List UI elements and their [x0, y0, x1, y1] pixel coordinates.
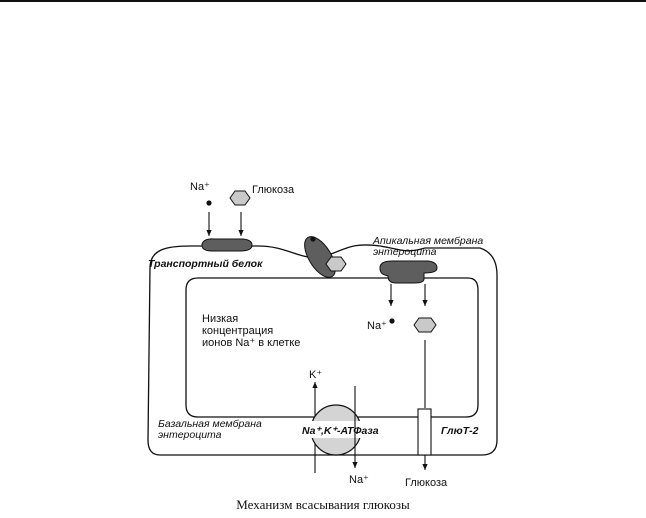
na-inside-label: Na⁺ — [367, 320, 387, 332]
cell-inner-membrane — [185, 277, 479, 418]
transport-protein-shape — [201, 238, 253, 252]
glut2-label: ГлюТ-2 — [441, 425, 479, 437]
k-plus-label: K⁺ — [309, 369, 322, 381]
basal-membrane-label-2: энтероцита — [158, 429, 222, 441]
top-rule — [0, 0, 646, 2]
release-protein-shape — [379, 260, 438, 284]
na-inside-ion — [389, 318, 395, 324]
na-bottom-label: Na⁺ — [349, 474, 369, 486]
glucose-bottom-label: Глюкоза — [405, 477, 448, 489]
na-top-label: Na⁺ — [190, 181, 210, 193]
low-conc-label-2: концентрация — [202, 325, 273, 337]
atpase-label-bg — [297, 421, 383, 438]
glut2-channel — [417, 408, 432, 456]
low-conc-label-1: Низкая — [202, 313, 238, 325]
basal-membrane-label-1: Базальная мембрана — [158, 418, 262, 430]
apical-membrane-label-2: энтероцита — [373, 246, 437, 258]
low-conc-label-3: ионов Na⁺ в клетке — [202, 337, 300, 349]
na-top-ion — [206, 200, 212, 206]
figure-caption: Механизм всасывания глюкозы — [236, 497, 410, 512]
apical-membrane-label-1: Апикальная мембрана — [372, 235, 483, 247]
cell-outer-membrane — [147, 244, 498, 456]
symporter-glucose — [325, 256, 347, 272]
atpase-label: Na⁺,K⁺-АТФаза — [302, 425, 379, 437]
transport-protein-label: Транспортный белок — [148, 258, 263, 270]
glucose-top-label: Глюкоза — [252, 184, 295, 196]
glucose-top-molecule — [229, 190, 251, 206]
symporter-na-ion — [310, 236, 316, 242]
glucose-inside-molecule — [413, 317, 437, 333]
